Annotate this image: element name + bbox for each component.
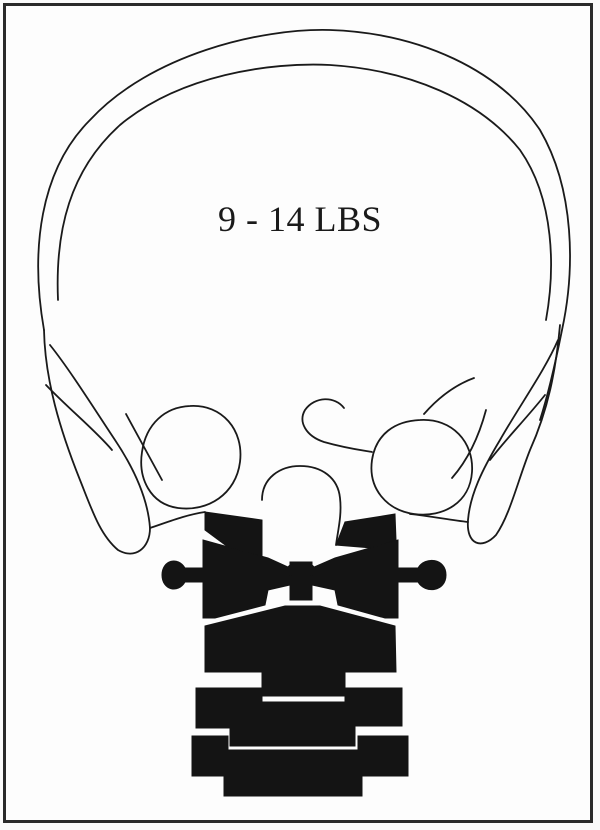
axis-left-wing [203, 540, 290, 618]
right-condyle-line [424, 378, 474, 414]
central-knob [287, 562, 315, 578]
left-condyle [141, 406, 240, 509]
left-jaw-line [150, 512, 205, 528]
right-condyle-hook [302, 399, 372, 452]
left-condyle-line [126, 414, 162, 480]
right-condyle [371, 420, 472, 515]
right-mastoid [468, 325, 560, 543]
left-transverse-process [162, 561, 205, 589]
skull-inner-contour [58, 65, 551, 320]
axis-right-wing [312, 540, 398, 618]
dens-outline [262, 466, 341, 545]
head-weight-label: 9 - 14 LBS [150, 198, 450, 240]
right-transverse-process [395, 560, 446, 589]
vertebra-c2-body [205, 606, 396, 696]
left-mastoid [44, 330, 150, 554]
right-mastoid-inner-line [490, 395, 545, 460]
right-condyle-line-lower [452, 410, 486, 478]
left-mastoid-inner-line [46, 385, 112, 450]
right-jaw-line [410, 514, 468, 522]
